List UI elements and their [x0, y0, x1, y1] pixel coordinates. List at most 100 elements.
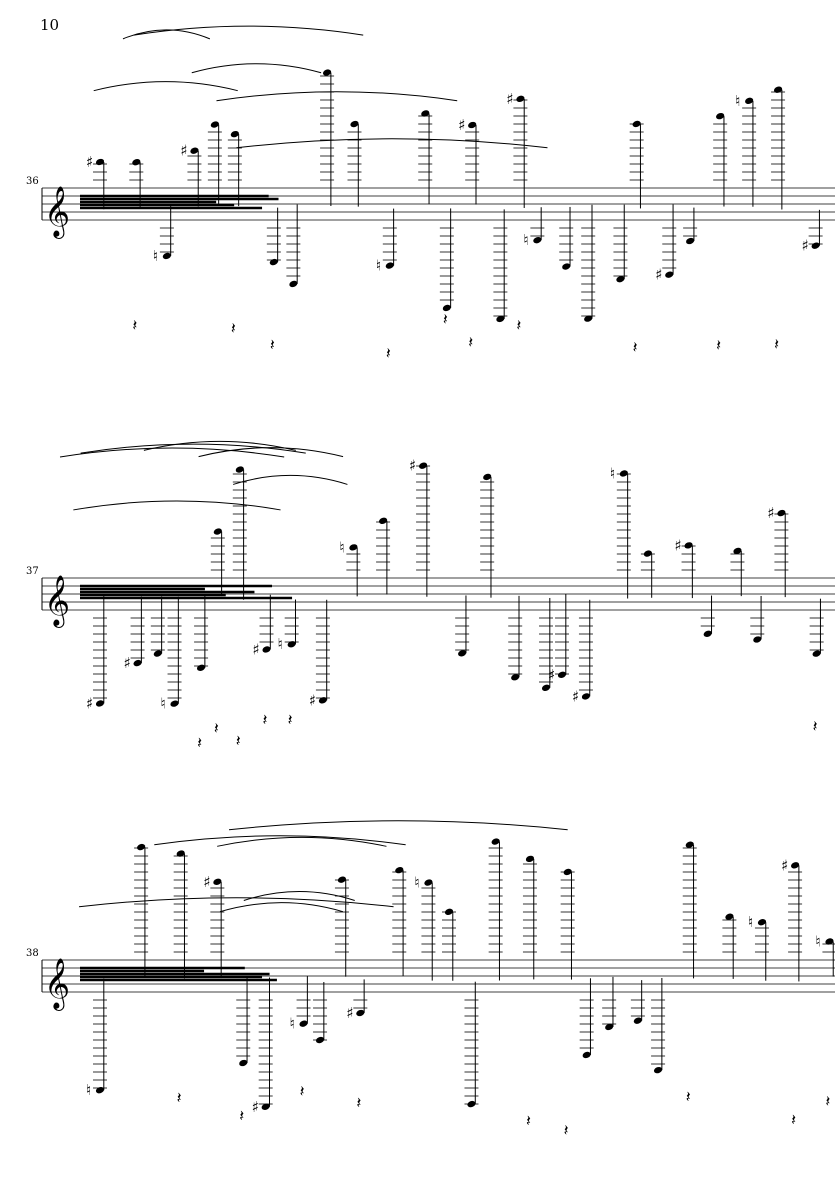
- notehead: [95, 1087, 105, 1094]
- sharp-icon: ♯: [655, 266, 662, 284]
- slur: [236, 138, 548, 149]
- notehead: [745, 97, 754, 105]
- rest-icon: 𝄽: [386, 343, 391, 362]
- notehead: [496, 315, 505, 323]
- notehead: [350, 120, 359, 128]
- natural-icon: ♮: [290, 1015, 295, 1033]
- notehead: [133, 659, 142, 667]
- sharp-icon: ♯: [86, 694, 93, 712]
- notehead: [562, 263, 571, 270]
- note-cluster: ♮𝄽♯𝄽♯♮𝄽♯𝄽♮𝄽𝄽𝄽♮♯𝄽♮𝄽: [80, 838, 835, 1140]
- note-cluster: ♯♯♮𝄽𝄽𝄽♯𝄽♮𝄽♯♮♯♯♯♮♯♯𝄽: [80, 457, 824, 752]
- sharp-icon: ♯: [781, 856, 788, 874]
- treble-clef-icon: 𝄞: [44, 186, 70, 239]
- notehead: [356, 1009, 365, 1017]
- notehead: [318, 697, 327, 704]
- notehead: [582, 1051, 591, 1059]
- system-38: 38 𝄞 ♮𝄽♯𝄽♯♮𝄽♯𝄽♮𝄽𝄽𝄽♮♯𝄽♮𝄽: [26, 820, 835, 1140]
- slur: [73, 500, 281, 511]
- notehead: [287, 641, 296, 648]
- rest-icon: 𝄽: [564, 1121, 569, 1140]
- slur: [217, 836, 387, 847]
- natural-icon: ♮: [278, 635, 283, 653]
- rest-icon: 𝄽: [236, 731, 241, 750]
- rest-icon: 𝄽: [288, 710, 293, 729]
- slurs-and-ties: [59, 440, 348, 511]
- rest-icon: 𝄽: [468, 332, 473, 351]
- notehead: [323, 69, 332, 76]
- notehead: [716, 112, 725, 120]
- sharp-icon: ♯: [458, 116, 465, 134]
- rest-icon: 𝄽: [300, 1081, 305, 1100]
- notehead: [269, 258, 278, 266]
- rest-icon: 𝄽: [774, 334, 779, 353]
- notehead: [825, 938, 834, 945]
- staff-lines: [41, 187, 835, 221]
- notehead: [557, 671, 567, 678]
- system-37: 37 𝄞 ♯♯♮𝄽𝄽𝄽♯𝄽♮𝄽♯♮♯♯♯♮♯♯𝄽: [26, 440, 835, 752]
- sharp-icon: ♯: [675, 536, 682, 554]
- notehead: [633, 1017, 642, 1024]
- sharp-icon: ♯: [767, 504, 774, 522]
- rest-icon: 𝄽: [686, 1087, 691, 1106]
- slur: [216, 91, 458, 102]
- sharp-icon: ♯: [802, 237, 809, 255]
- notehead: [753, 636, 762, 643]
- notehead: [684, 542, 693, 549]
- natural-icon: ♮: [339, 538, 344, 556]
- notehead: [385, 262, 394, 269]
- notehead: [95, 158, 105, 166]
- notehead: [162, 252, 171, 260]
- slurs-and-ties: [79, 820, 568, 913]
- rest-icon: 𝄽: [813, 716, 818, 735]
- notehead: [95, 700, 105, 707]
- notehead: [299, 1020, 308, 1027]
- sharp-icon: ♯: [572, 687, 579, 705]
- natural-icon: ♮: [161, 695, 166, 713]
- slur: [198, 447, 344, 458]
- notehead: [790, 862, 800, 869]
- notehead: [239, 1059, 248, 1067]
- natural-icon: ♮: [815, 932, 820, 950]
- notehead: [349, 544, 358, 551]
- notehead: [773, 86, 783, 93]
- notehead: [533, 236, 542, 244]
- notehead: [733, 547, 742, 555]
- natural-icon: ♮: [86, 1081, 91, 1099]
- sharp-icon: ♯: [180, 142, 187, 160]
- rest-icon: 𝄽: [356, 1093, 361, 1112]
- rest-icon: 𝄽: [197, 733, 202, 752]
- notehead: [289, 280, 298, 288]
- notehead: [525, 855, 535, 863]
- notehead: [468, 121, 477, 129]
- notehead: [210, 121, 219, 128]
- natural-icon: ♮: [610, 464, 615, 482]
- natural-icon: ♮: [523, 231, 528, 249]
- rest-icon: 𝄽: [516, 316, 521, 335]
- notehead: [616, 275, 625, 283]
- notehead: [442, 304, 451, 312]
- rest-icon: 𝄽: [132, 315, 137, 334]
- notehead: [665, 271, 674, 278]
- notehead: [170, 700, 179, 707]
- slur: [122, 29, 211, 40]
- slur: [93, 81, 238, 92]
- rest-icon: 𝄽: [526, 1111, 531, 1130]
- sharp-icon: ♯: [203, 873, 210, 891]
- notehead: [653, 1066, 663, 1074]
- notehead: [812, 650, 821, 657]
- sharp-icon: ♯: [124, 654, 131, 672]
- notehead: [584, 315, 593, 322]
- rest-icon: 𝄽: [270, 335, 275, 354]
- slur: [79, 897, 394, 908]
- notehead: [262, 646, 271, 653]
- notehead: [261, 1103, 270, 1110]
- slur: [80, 443, 306, 454]
- notehead: [725, 913, 734, 920]
- measure-number: 37: [26, 566, 39, 577]
- notehead: [686, 237, 695, 245]
- notehead: [213, 528, 222, 535]
- notehead: [190, 147, 199, 154]
- sharp-icon: ♯: [409, 457, 416, 475]
- notehead: [213, 878, 222, 885]
